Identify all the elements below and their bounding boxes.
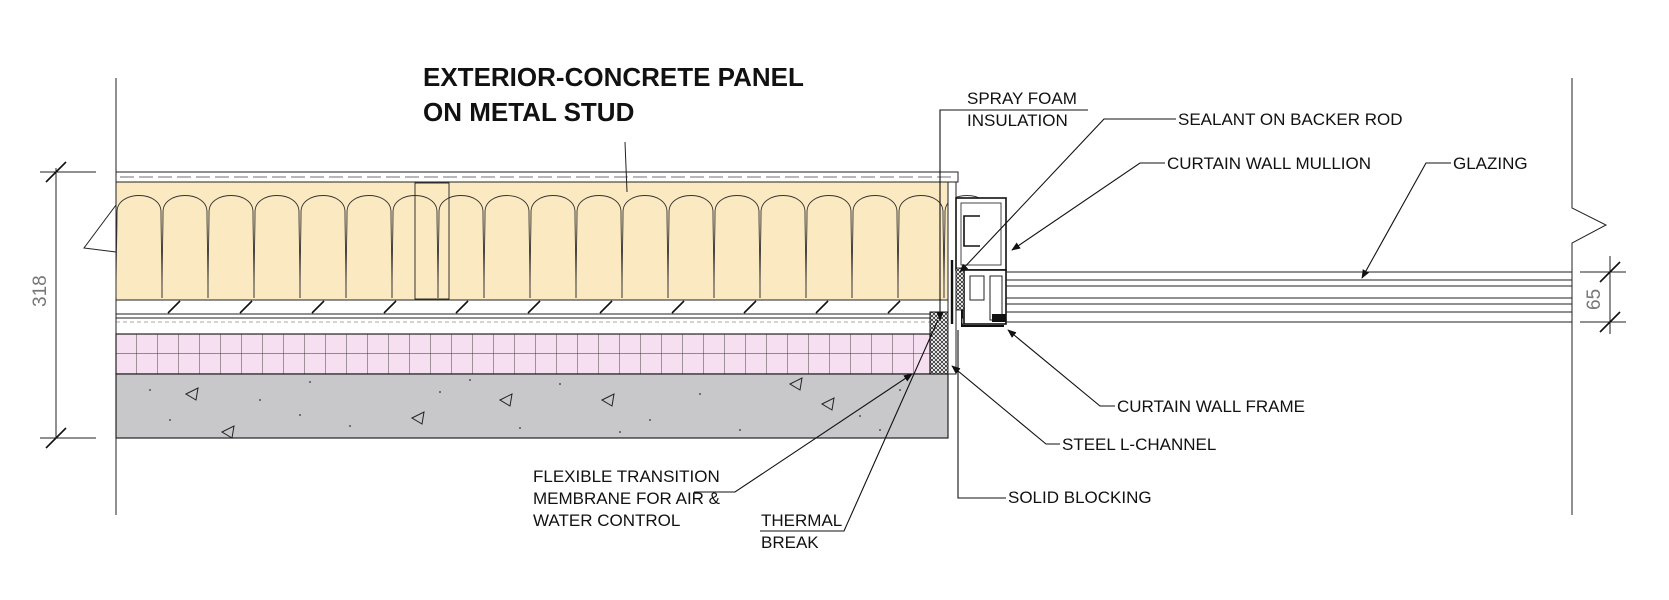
label-membrane-3: WATER CONTROL bbox=[533, 511, 680, 530]
glazing-thickness-dimension bbox=[1580, 256, 1626, 334]
batt-lobe bbox=[575, 195, 623, 299]
label-cw-frame: CURTAIN WALL FRAME bbox=[1117, 397, 1305, 416]
mullion-return bbox=[963, 215, 980, 247]
wall-thickness-dimension bbox=[40, 161, 96, 449]
sheathing-clips bbox=[167, 300, 901, 314]
leader-sealant bbox=[959, 118, 1176, 273]
aggregate-triangle bbox=[600, 393, 615, 407]
aggregate-dot bbox=[649, 419, 651, 421]
aggregate-dot bbox=[149, 389, 151, 391]
aggregate-dot bbox=[739, 429, 741, 431]
aggregate-dot bbox=[519, 427, 521, 429]
sheathing-clip bbox=[311, 300, 325, 314]
batt-insulation-lobes bbox=[115, 195, 991, 299]
leader-glazing bbox=[1361, 162, 1451, 279]
aggregate-triangle bbox=[410, 411, 425, 425]
label-spray-foam-2: INSULATION bbox=[967, 111, 1068, 130]
aggregate-dot bbox=[169, 419, 171, 421]
sheathing-clip bbox=[383, 300, 397, 314]
glazing-unit bbox=[1006, 271, 1572, 323]
label-steel-channel: STEEL L-CHANNEL bbox=[1062, 435, 1216, 454]
batt-lobe bbox=[713, 195, 761, 299]
frame-pressure-plate bbox=[969, 275, 985, 301]
aggregate-dot bbox=[469, 379, 471, 381]
batt-lobe bbox=[805, 195, 853, 299]
batt-lobe bbox=[345, 195, 393, 299]
frame-gasket bbox=[992, 314, 1006, 322]
leader-solid-blocking bbox=[957, 330, 1006, 499]
batt-insulation-layer bbox=[115, 181, 949, 301]
aggregate-dot bbox=[699, 393, 701, 395]
sealant-backer-rod bbox=[955, 267, 965, 311]
glazing-thickness-value: 65 bbox=[1584, 289, 1605, 310]
batt-lobe bbox=[437, 195, 485, 299]
sheathing-clip bbox=[455, 300, 469, 314]
batt-lobe bbox=[529, 195, 577, 299]
label-glazing: GLAZING bbox=[1453, 154, 1528, 173]
aggregate-dot bbox=[559, 383, 561, 385]
sheathing-clip bbox=[815, 300, 829, 314]
left-break-symbol bbox=[83, 204, 117, 253]
label-solid-blocking: SOLID BLOCKING bbox=[1008, 488, 1152, 507]
leader-thermal-break bbox=[760, 319, 939, 532]
leader-steel-channel bbox=[951, 365, 1060, 445]
leader-spray-foam bbox=[936, 109, 1088, 321]
sheathing-clip bbox=[743, 300, 757, 314]
title-leader bbox=[624, 141, 628, 193]
mullion-inner-wall bbox=[960, 202, 1002, 266]
sheathing-clip bbox=[887, 300, 901, 314]
aggregate-dot bbox=[899, 389, 901, 391]
label-membrane-2: MEMBRANE FOR AIR & bbox=[533, 489, 721, 508]
right-extent-break-line bbox=[1571, 78, 1608, 515]
batt-lobe bbox=[253, 195, 301, 299]
sheathing-clip bbox=[599, 300, 613, 314]
label-membrane-1: FLEXIBLE TRANSITION bbox=[533, 467, 720, 486]
aggregate-triangle bbox=[820, 397, 835, 411]
sheathing-clip bbox=[671, 300, 685, 314]
label-spray-foam-1: SPRAY FOAM bbox=[967, 89, 1077, 108]
aggregate-dot bbox=[299, 414, 301, 416]
sheathing-clip bbox=[527, 300, 541, 314]
batt-lobe bbox=[483, 195, 531, 299]
aggregate-dot bbox=[349, 425, 351, 427]
detail-title-line-1: EXTERIOR-CONCRETE PANEL bbox=[423, 62, 804, 92]
aggregate-dot bbox=[879, 429, 881, 431]
metal-stud-outline bbox=[414, 182, 450, 300]
sheathing-clip bbox=[167, 300, 181, 314]
batt-lobe bbox=[299, 195, 347, 299]
aggregate-triangle bbox=[220, 425, 235, 439]
label-thermal-1: THERMAL bbox=[761, 511, 842, 530]
batt-lobe bbox=[207, 195, 255, 299]
label-thermal-2: BREAK bbox=[761, 533, 819, 552]
wall-thickness-value: 318 bbox=[30, 275, 51, 307]
concrete-aggregate bbox=[149, 377, 901, 439]
label-mullion: CURTAIN WALL MULLION bbox=[1167, 154, 1371, 173]
batt-lobe bbox=[897, 195, 945, 299]
leader-mullion bbox=[1011, 162, 1165, 251]
batt-lobe bbox=[667, 195, 715, 299]
aggregate-triangle bbox=[184, 387, 199, 401]
aggregate-dot bbox=[439, 391, 441, 393]
batt-lobe bbox=[621, 195, 669, 299]
aggregate-triangle bbox=[498, 393, 513, 407]
batt-lobe bbox=[851, 195, 899, 299]
batt-lobe bbox=[115, 195, 163, 299]
aggregate-dot bbox=[309, 381, 311, 383]
aggregate-dot bbox=[619, 431, 621, 433]
curtain-wall-mullion bbox=[955, 197, 1007, 271]
leader-cw-frame bbox=[1007, 329, 1115, 407]
aggregate-dot bbox=[859, 415, 861, 417]
label-sealant: SEALANT ON BACKER ROD bbox=[1178, 110, 1403, 129]
detail-title-line-2: ON METAL STUD bbox=[423, 97, 634, 127]
aggregate-dot bbox=[259, 399, 261, 401]
batt-lobe bbox=[759, 195, 807, 299]
leader-membrane bbox=[694, 373, 913, 493]
concrete-panel bbox=[115, 373, 949, 439]
aggregate-triangle bbox=[788, 377, 803, 391]
batt-lobe bbox=[161, 195, 209, 299]
thermal-break-block bbox=[929, 311, 949, 375]
rigid-insulation-grid bbox=[115, 333, 931, 375]
sheathing-clip bbox=[239, 300, 253, 314]
